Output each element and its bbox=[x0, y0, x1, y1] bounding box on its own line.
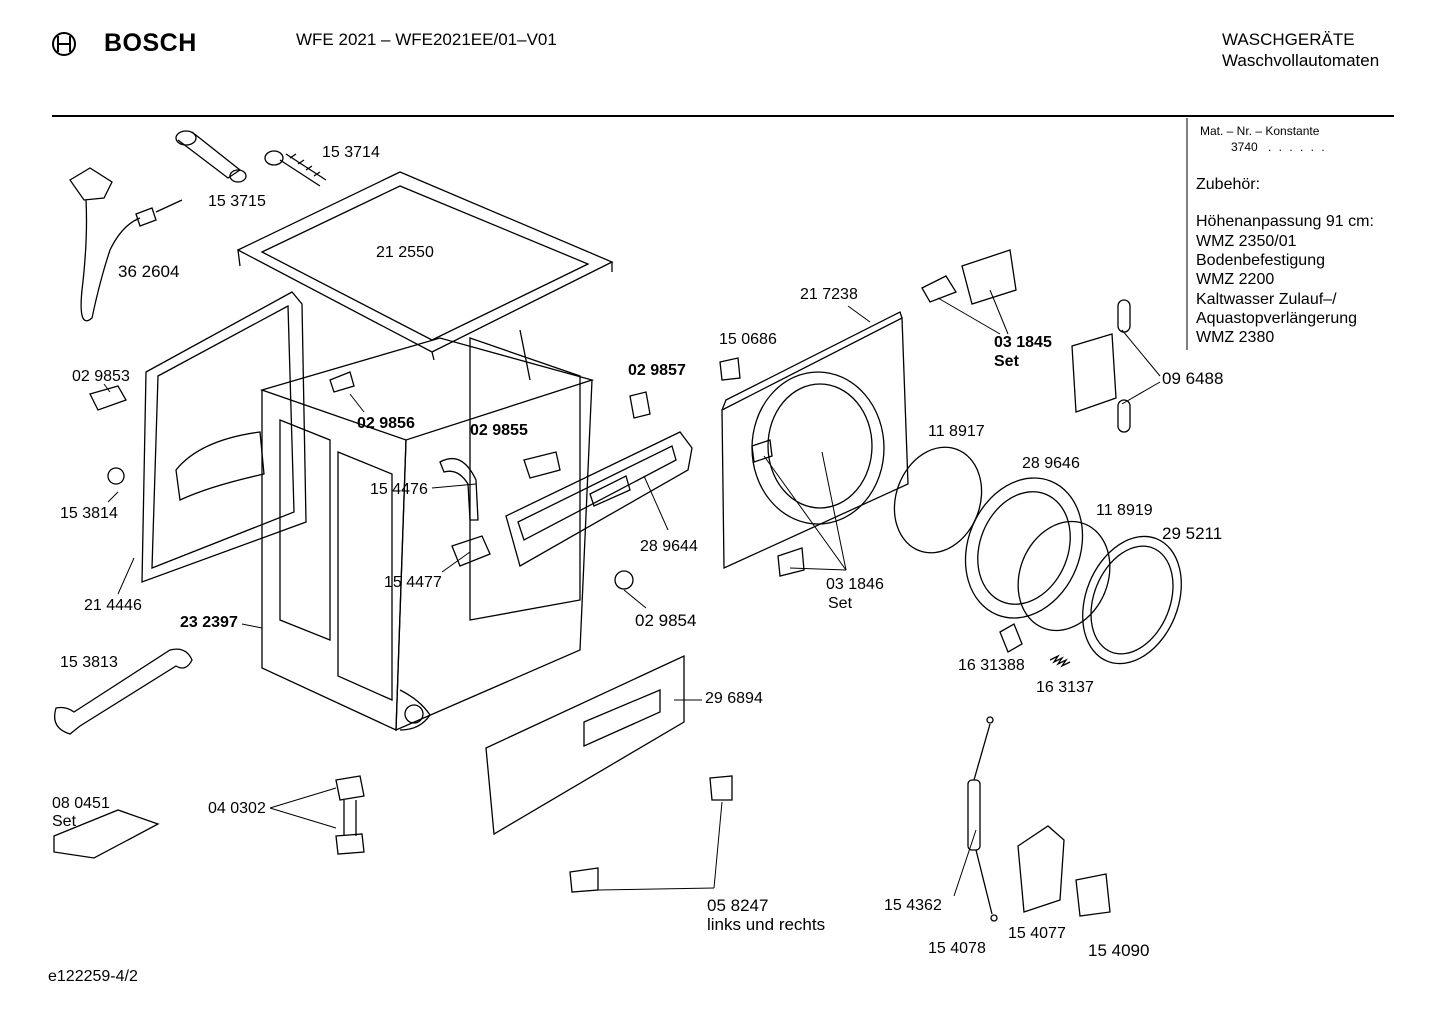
part-label-289646[interactable]: 28 9646 bbox=[1022, 455, 1080, 472]
drawing-id: e122259-4/2 bbox=[48, 968, 138, 985]
part-label-232397[interactable]: 23 2397 bbox=[180, 614, 238, 631]
part-label-296894[interactable]: 29 6894 bbox=[705, 690, 763, 707]
accessory-line: WMZ 2200 bbox=[1196, 271, 1275, 288]
part-label-080451[interactable]: 08 0451 bbox=[52, 795, 110, 812]
part-label-214446[interactable]: 21 4446 bbox=[84, 597, 142, 614]
top-cover-icon bbox=[236, 171, 614, 361]
accessories-heading: Zubehör: bbox=[1196, 176, 1261, 193]
part-label-153813[interactable]: 15 3813 bbox=[60, 654, 118, 671]
latch-bracket-icon bbox=[719, 357, 741, 381]
clip-icon bbox=[89, 385, 127, 411]
hinge-icon bbox=[1071, 333, 1117, 413]
part-label-029853[interactable]: 02 9853 bbox=[72, 368, 130, 385]
part-label-154477[interactable]: 15 4477 bbox=[384, 574, 442, 591]
accessory-line: WMZ 2350/01 bbox=[1196, 233, 1297, 250]
clip-29855-icon bbox=[523, 451, 561, 479]
plug-icon bbox=[614, 570, 634, 590]
foot-screw-icon bbox=[335, 775, 365, 855]
part-label-154362[interactable]: 15 4362 bbox=[884, 897, 942, 914]
part-label-031845[interactable]: 03 1845 bbox=[994, 334, 1052, 351]
door-glass-icon bbox=[1017, 520, 1111, 632]
control-bracket-icon bbox=[505, 431, 693, 567]
part-label-029856[interactable]: 02 9856 bbox=[357, 415, 415, 432]
bosch-logo-icon bbox=[52, 32, 76, 56]
part-label-1631388[interactable]: 16 31388 bbox=[958, 657, 1025, 674]
spring-fitting-icon bbox=[264, 150, 327, 187]
part-label-289644[interactable]: 28 9644 bbox=[640, 538, 698, 555]
brand-name: BOSCH bbox=[104, 29, 197, 57]
part-label-150686[interactable]: 15 0686 bbox=[719, 331, 777, 348]
part-label-154078[interactable]: 15 4078 bbox=[928, 940, 986, 957]
door-lock-mech-icon bbox=[1017, 825, 1065, 913]
clip-29857-icon bbox=[629, 391, 651, 419]
door-spring-icon bbox=[1049, 654, 1071, 668]
part-label-212550[interactable]: 21 2550 bbox=[376, 244, 434, 261]
category-title: WASCHGERÄTE bbox=[1222, 30, 1355, 49]
model-title: WFE 2021 – WFE2021EE/01–V01 bbox=[296, 30, 557, 49]
part-label-154090[interactable]: 15 4090 bbox=[1088, 941, 1150, 960]
part-label-058247[interactable]: 05 8247 bbox=[707, 896, 769, 915]
part-label-031845-set: Set bbox=[994, 353, 1019, 370]
mat-number-label: Mat. – Nr. – Konstante bbox=[1200, 124, 1320, 138]
part-label-362604[interactable]: 36 2604 bbox=[118, 262, 180, 281]
leader-lines bbox=[103, 289, 1161, 897]
wrench-icon bbox=[53, 648, 193, 735]
part-label-118919[interactable]: 11 8919 bbox=[1096, 502, 1153, 519]
accessory-line: WMZ 2380 bbox=[1196, 329, 1275, 346]
door-hook-icon bbox=[921, 275, 957, 303]
accessory-line: Aquastopverlängerung bbox=[1196, 310, 1358, 327]
door-seal-icon bbox=[893, 446, 983, 554]
part-label-153715[interactable]: 15 3715 bbox=[208, 193, 266, 210]
accessory-line: Bodenbefestigung bbox=[1196, 252, 1325, 269]
part-label-031846-set: Set bbox=[828, 595, 853, 612]
pin-top-icon bbox=[1117, 299, 1131, 333]
bracket-icon bbox=[329, 371, 355, 393]
part-label-031846[interactable]: 03 1846 bbox=[826, 576, 884, 593]
clip-right-icon bbox=[709, 775, 733, 801]
category-subtitle: Waschvollautomaten bbox=[1222, 51, 1380, 70]
part-label-029855[interactable]: 02 9855 bbox=[470, 422, 528, 439]
part-label-029854[interactable]: 02 9854 bbox=[635, 611, 697, 630]
back-panel-icon bbox=[141, 291, 307, 583]
part-label-040302[interactable]: 04 0302 bbox=[208, 800, 266, 817]
plinth-panel-icon bbox=[485, 654, 685, 836]
hose-clip-icon bbox=[439, 457, 479, 521]
mat-number-value: 3740 bbox=[1231, 140, 1258, 154]
part-label-295211[interactable]: 29 5211 bbox=[1162, 524, 1223, 543]
bushing-icon bbox=[999, 623, 1023, 653]
power-cord-icon bbox=[69, 167, 183, 322]
lock-bracket-icon bbox=[1075, 873, 1111, 917]
part-label-118917[interactable]: 11 8917 bbox=[928, 423, 985, 440]
part-label-153814[interactable]: 15 3814 bbox=[60, 505, 118, 522]
cabinet-frame-icon bbox=[259, 329, 595, 732]
mat-number-dots: . . . . . . bbox=[1268, 140, 1327, 154]
grommet-icon bbox=[107, 467, 125, 485]
front-panel-icon bbox=[721, 311, 909, 577]
pin-bottom-icon bbox=[1117, 399, 1131, 433]
holder-icon bbox=[451, 535, 491, 567]
door-lock-icon bbox=[961, 249, 1017, 305]
part-label-154077[interactable]: 15 4077 bbox=[1008, 925, 1066, 942]
part-label-153714[interactable]: 15 3714 bbox=[322, 144, 380, 161]
door-frame-icon bbox=[964, 477, 1084, 619]
door-ring-icon bbox=[1082, 535, 1182, 665]
adjuster-set-icon bbox=[53, 809, 160, 859]
part-label-029857[interactable]: 02 9857 bbox=[628, 362, 686, 379]
part-label-163137[interactable]: 16 3137 bbox=[1036, 679, 1094, 696]
clip-left-icon bbox=[569, 867, 599, 893]
part-label-217238[interactable]: 21 7238 bbox=[800, 286, 858, 303]
part-label-080451-set: Set bbox=[52, 813, 77, 830]
part-label-096488[interactable]: 09 6488 bbox=[1162, 369, 1224, 388]
hose-fitting-icon bbox=[175, 130, 247, 183]
accessory-line: Kaltwasser Zulauf–/ bbox=[1196, 291, 1337, 308]
accessory-line: Höhenanpassung 91 cm: bbox=[1196, 213, 1374, 230]
bowden-cable-icon bbox=[967, 716, 998, 922]
part-label-154476[interactable]: 15 4476 bbox=[370, 481, 428, 498]
part-label-058247-note: links und rechts bbox=[707, 915, 826, 934]
